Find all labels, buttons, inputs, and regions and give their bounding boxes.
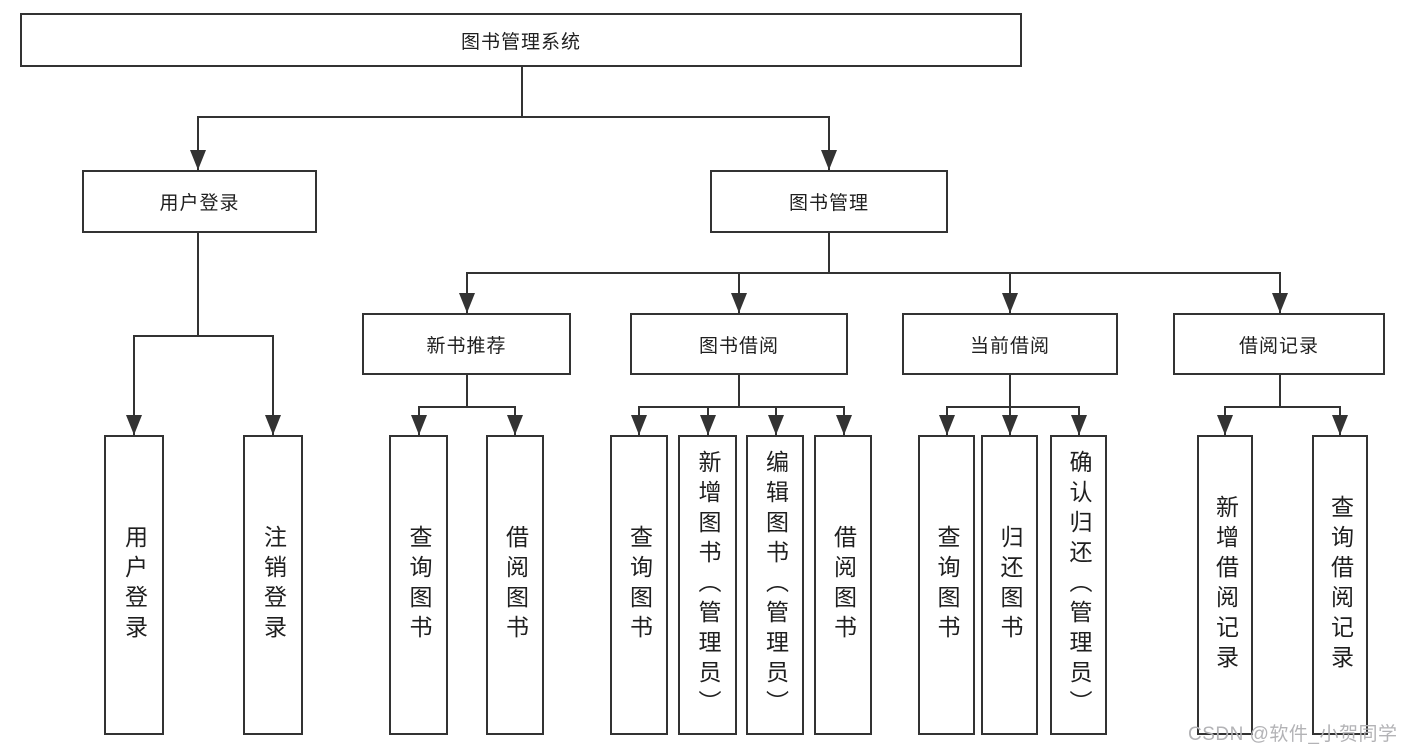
leaf-return-books: 归还图书 <box>981 435 1038 735</box>
arrow-down-icon <box>1217 415 1233 435</box>
leaf-edit-books-admin: 编辑图书（管理员） <box>746 435 804 735</box>
connector-borrow-records-rail <box>1224 406 1341 408</box>
leaf-label: 查询图书 <box>626 525 653 645</box>
leaf-label: 编辑图书（管理员） <box>762 450 789 720</box>
leaf-logout: 注销登录 <box>243 435 303 735</box>
leaf-add-books-admin: 新增图书（管理员） <box>678 435 737 735</box>
leaf-label: 确认归还（管理员） <box>1066 450 1092 720</box>
leaf-label: 用户登录 <box>121 525 148 645</box>
node-new-book-rec: 新书推荐 <box>362 313 571 375</box>
node-book-borrow-label: 图书借阅 <box>698 335 779 357</box>
connector-stem-user-login <box>197 116 199 170</box>
connector-stem-book-borrow <box>738 272 740 313</box>
leaf-label: 借阅图书 <box>830 525 857 645</box>
leaf-borrow-books: 借阅图书 <box>814 435 872 735</box>
arrow-down-icon <box>1002 415 1018 435</box>
leaf-query-books-current: 查询图书 <box>918 435 975 735</box>
node-user-login-label: 用户登录 <box>159 193 240 214</box>
node-book-mgmt-label: 图书管理 <box>788 193 869 214</box>
connector-borrow-records-drop <box>1279 375 1281 408</box>
arrow-down-icon <box>1002 293 1018 313</box>
connector-user-login-drop <box>197 233 199 337</box>
node-borrow-records-label: 借阅记录 <box>1238 335 1319 357</box>
arrow-down-icon <box>507 415 523 435</box>
arrow-down-icon <box>1272 293 1288 313</box>
leaf-add-borrow-record: 新增借阅记录 <box>1197 435 1253 735</box>
arrow-down-icon <box>768 415 784 435</box>
leaf-label: 归还图书 <box>997 525 1023 645</box>
leaf-label: 注销登录 <box>260 525 287 645</box>
node-book-borrow: 图书借阅 <box>630 313 848 375</box>
connector-user-login-rail <box>133 335 274 337</box>
arrow-down-icon <box>1332 415 1348 435</box>
connector-current-borrow-drop <box>1009 375 1011 408</box>
node-root: 图书管理系统 <box>20 13 1022 67</box>
arrow-down-icon <box>1071 415 1087 435</box>
connector-level2-rail <box>198 116 830 118</box>
connector-current-borrow-rail <box>946 406 1080 408</box>
node-user-login: 用户登录 <box>82 170 317 233</box>
arrow-down-icon <box>836 415 852 435</box>
leaf-label: 新增借阅记录 <box>1212 495 1239 675</box>
connector-stem-new-book-rec <box>466 272 468 313</box>
leaf-label: 查询图书 <box>406 525 432 645</box>
arrow-down-icon <box>821 150 837 170</box>
connector-stem-borrow-records <box>1279 272 1281 313</box>
arrow-down-icon <box>459 293 475 313</box>
connector-stem-book-mgmt <box>828 116 830 170</box>
leaf-label: 借阅图书 <box>502 525 529 645</box>
connector-stem-leaf <box>272 335 274 435</box>
leaf-query-books-borrow: 查询图书 <box>610 435 668 735</box>
node-book-mgmt: 图书管理 <box>710 170 948 233</box>
leaf-user-login: 用户登录 <box>104 435 164 735</box>
connector-new-book-rec-rail <box>418 406 516 408</box>
connector-root-drop <box>521 67 523 118</box>
node-borrow-records: 借阅记录 <box>1173 313 1385 375</box>
connector-level3-rail <box>466 272 1281 274</box>
node-current-borrow: 当前借阅 <box>902 313 1118 375</box>
connector-stem-leaf <box>133 335 135 435</box>
leaf-query-books-rec: 查询图书 <box>389 435 448 735</box>
connector-stem-current-borrow <box>1009 272 1011 313</box>
arrow-down-icon <box>939 415 955 435</box>
arrow-down-icon <box>731 293 747 313</box>
arrow-down-icon <box>700 415 716 435</box>
arrow-down-icon <box>126 415 142 435</box>
arrow-down-icon <box>631 415 647 435</box>
leaf-label: 新增图书（管理员） <box>695 450 721 720</box>
connector-book-borrow-drop <box>738 375 740 408</box>
leaf-label: 查询借阅记录 <box>1327 495 1354 675</box>
arrow-down-icon <box>190 150 206 170</box>
connector-book-borrow-rail <box>638 406 845 408</box>
leaf-label: 查询图书 <box>934 525 960 645</box>
leaf-confirm-return-admin: 确认归还（管理员） <box>1050 435 1107 735</box>
node-current-borrow-label: 当前借阅 <box>969 335 1050 357</box>
arrow-down-icon <box>411 415 427 435</box>
node-new-book-rec-label: 新书推荐 <box>426 335 507 357</box>
leaf-query-borrow-record: 查询借阅记录 <box>1312 435 1368 735</box>
connector-new-book-rec-drop <box>466 375 468 408</box>
leaf-borrow-books-rec: 借阅图书 <box>486 435 544 735</box>
watermark-text: CSDN @软件_小贺同学 <box>1188 724 1398 745</box>
node-root-label: 图书管理系统 <box>460 31 581 53</box>
arrow-down-icon <box>265 415 281 435</box>
connector-book-mgmt-drop <box>828 233 830 274</box>
